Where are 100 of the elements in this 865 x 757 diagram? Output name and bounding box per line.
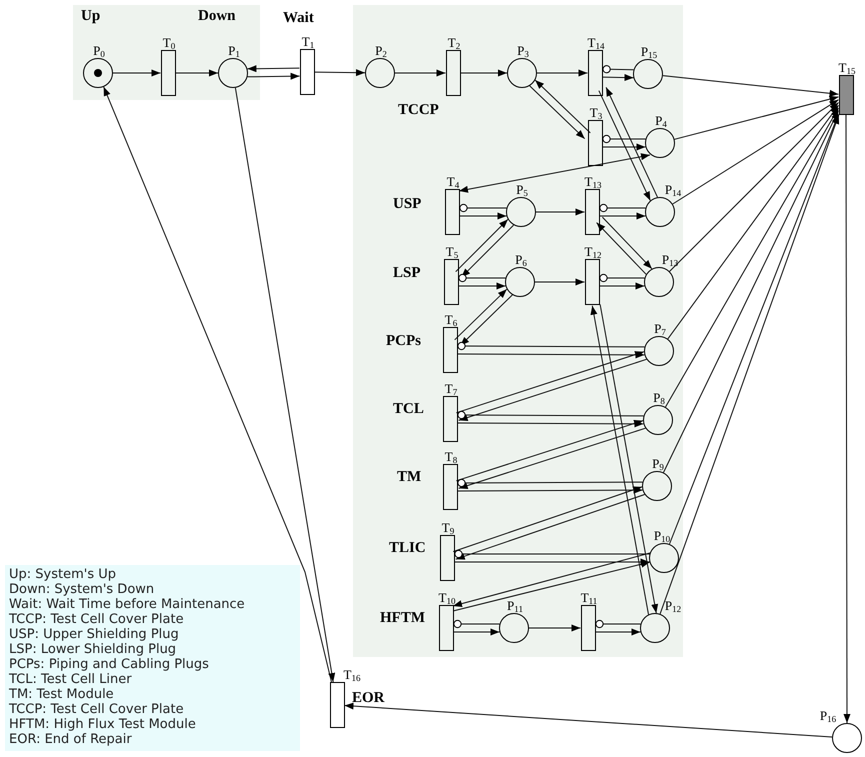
inhibitor-arc — [602, 65, 634, 74]
arc — [314, 69, 366, 76]
arc — [599, 282, 645, 290]
arc — [598, 90, 651, 202]
arc — [599, 212, 646, 220]
definition-text: EOR: End of Repair — [9, 732, 133, 747]
place-label: P$_{10}$ — [654, 529, 670, 543]
place-label: P$_{11}$ — [507, 599, 523, 613]
arc — [457, 420, 644, 428]
place-label: P$_{12}$ — [664, 599, 682, 613]
inhibitor-arc — [454, 550, 650, 558]
arc — [459, 212, 507, 220]
component-label: LSP — [393, 264, 421, 282]
component-label: Down — [198, 7, 236, 25]
arc — [246, 65, 300, 72]
arc — [452, 560, 650, 612]
arc — [529, 85, 586, 140]
arc — [455, 218, 508, 272]
inhibitor-arc — [458, 274, 506, 282]
transition-label: T$_{13}$ — [584, 175, 602, 189]
arc — [672, 99, 839, 204]
arc — [660, 114, 840, 614]
definition-text: TCL: Test Cell Liner — [9, 672, 133, 687]
transition-label: T$_{2}$ — [448, 36, 460, 50]
transition-label: T$_{5}$ — [446, 245, 458, 259]
arc — [590, 305, 649, 615]
transition-label: T$_{7}$ — [444, 382, 458, 396]
transition-label: T$_{1}$ — [302, 35, 314, 49]
arc — [536, 208, 585, 216]
definition-text: USP: Upper Shielding Plug — [9, 627, 180, 642]
place-label: P$_{3}$ — [517, 44, 529, 58]
component-label: USP — [393, 195, 422, 213]
inhibitor-arc — [457, 342, 646, 350]
arc — [602, 144, 646, 150]
arc — [536, 70, 588, 76]
inhibitor-arc — [599, 274, 645, 282]
place-label: P$_{14}$ — [664, 183, 682, 197]
arc — [452, 486, 642, 552]
arc — [460, 70, 508, 76]
definition-text: Down: System's Down — [9, 582, 156, 597]
inhibitor-arc — [459, 204, 507, 212]
arc — [460, 294, 513, 346]
definition-text: Wait: Wait Time before Maintenance — [9, 597, 246, 612]
transition-label: T$_{6}$ — [444, 313, 458, 327]
arc — [602, 216, 652, 270]
arc — [606, 86, 658, 198]
component-label: HFTM — [380, 609, 425, 627]
definition-text: TCCP: Test Cell Cover Plate — [9, 702, 185, 717]
arc — [843, 114, 850, 724]
arc — [453, 628, 500, 636]
transition-label: T$_{10}$ — [438, 591, 456, 605]
inhibitor-arc — [457, 478, 643, 488]
place-label: P$_{6}$ — [515, 253, 527, 267]
definition-text: PCPs: Piping and Cabling Plugs — [9, 657, 210, 672]
definition-text: TCCP: Test Cell Cover Plate — [9, 612, 185, 627]
place-label: P$_{2}$ — [375, 44, 387, 58]
arc — [455, 494, 646, 560]
place-label: P$_{1}$ — [228, 44, 240, 58]
transition-label: T$_{3}$ — [590, 106, 602, 120]
arc — [103, 86, 332, 682]
arc — [669, 114, 839, 544]
arc — [394, 70, 446, 76]
arc — [247, 72, 300, 80]
arc — [663, 110, 839, 473]
transition-label: T$_{12}$ — [584, 245, 602, 259]
arc — [458, 428, 646, 489]
arc — [234, 87, 336, 682]
place-label: P$_{16}$ — [820, 709, 836, 723]
component-label: TM — [397, 468, 422, 486]
component-label: EOR — [352, 689, 385, 707]
arc — [595, 628, 641, 636]
arc — [452, 552, 650, 608]
place-label: P$_{7}$ — [654, 322, 666, 336]
place-label: P$_{0}$ — [93, 44, 105, 58]
transition-label: T$_{0}$ — [162, 36, 176, 50]
transition-label: T$_{11}$ — [580, 591, 598, 605]
transition-label: T$_{8}$ — [444, 450, 458, 464]
arc — [458, 358, 647, 421]
arc — [460, 224, 514, 278]
place-label: P$_{5}$ — [516, 183, 528, 197]
arc — [454, 288, 508, 340]
inhibitor-arc — [453, 620, 500, 628]
component-label: TCL — [393, 400, 424, 418]
transition-label: T$_{16}$ — [344, 668, 360, 682]
component-label: PCPs — [386, 332, 421, 350]
double-headed-arc — [458, 153, 650, 193]
place-label: P$_{8}$ — [653, 391, 665, 405]
arc — [674, 96, 839, 140]
inhibitor-arc — [595, 620, 641, 628]
inhibitor-arc — [599, 204, 646, 212]
definition-text: HFTM: High Flux Test Module — [9, 717, 197, 732]
arc — [665, 108, 839, 408]
transition-label: T$_{4}$ — [446, 175, 460, 189]
component-label: Wait — [283, 9, 314, 27]
arc — [667, 104, 839, 340]
arc — [112, 70, 161, 76]
arc — [596, 222, 647, 275]
component-label: Up — [81, 7, 100, 25]
arc — [528, 624, 581, 632]
component-label: TCCP — [398, 101, 439, 119]
